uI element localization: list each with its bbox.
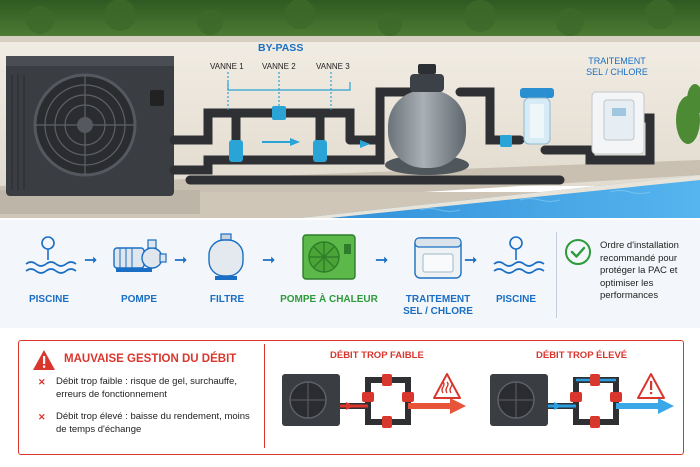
treatment-photo-label-line2: SEL / CHLORE (586, 67, 648, 77)
step-treatment-label-line2: SEL / CHLORE (403, 306, 473, 317)
treatment-icon (413, 236, 463, 280)
installation-illustration (0, 0, 700, 218)
step-filter-label: FILTRE (209, 294, 245, 305)
x-icon: ✕ (38, 377, 46, 387)
warning-item-low-flow: Débit trop faible : risque de gel, surch… (56, 376, 237, 400)
installation-order-note: Ordre d'installation recommandé pour pro… (600, 240, 679, 301)
low-flow-title: DÉBIT TROP FAIBLE (330, 350, 424, 361)
bypass-label: BY-PASS (258, 42, 304, 54)
treatment-photo-label: TRAITEMENT SEL / CHLORE (586, 56, 648, 78)
warning-title: MAUVAISE GESTION DU DÉBIT (64, 353, 237, 365)
flow-arrow-4: ➞ (375, 252, 389, 269)
step-treatment-label-line1: TRAITEMENT (405, 294, 471, 305)
high-flow-title: DÉBIT TROP ÉLEVÉ (536, 350, 628, 361)
low-flow-illustration (280, 366, 470, 446)
step-heat-pump-label: POMPE À CHALEUR (280, 294, 378, 305)
overheat-warning-icon (432, 372, 462, 400)
flow-arrow-2: ➞ (174, 252, 188, 269)
treatment-photo-label-line1: TRAITEMENT (588, 56, 646, 66)
pool-icon (486, 234, 546, 278)
pump-icon (110, 236, 168, 276)
valve-1-label: VANNE 1 (210, 62, 244, 71)
flow-arrow-3: ➞ (262, 252, 276, 269)
step-pool-label: PISCINE (28, 294, 69, 305)
step-treatment-label: TRAITEMENT SEL / CHLORE (396, 294, 480, 318)
filter-icon (203, 232, 249, 282)
valve-3-label: VANNE 3 (316, 62, 350, 71)
flow-arrow-1: ➞ (84, 252, 98, 269)
valve-2-label: VANNE 2 (262, 62, 296, 71)
flow-arrow-5: ➞ (464, 252, 478, 269)
high-flow-illustration (488, 366, 678, 446)
pool-icon (18, 234, 78, 278)
installation-photo: BY-PASS VANNE 1 VANNE 2 VANNE 3 TRAITEME… (0, 0, 700, 218)
step-pump-label: POMPE (120, 294, 158, 305)
warning-item-high-flow: Débit trop élevé : baisse du rendement, … (56, 411, 250, 435)
check-icon (564, 238, 592, 266)
step-pool-end-label: PISCINE (495, 294, 536, 305)
flow-divider (556, 232, 557, 318)
warning-divider (264, 344, 265, 448)
warning-icon (32, 349, 56, 371)
alert-icon (636, 372, 666, 400)
x-icon: ✕ (38, 412, 46, 422)
heat-pump-icon (302, 234, 356, 280)
